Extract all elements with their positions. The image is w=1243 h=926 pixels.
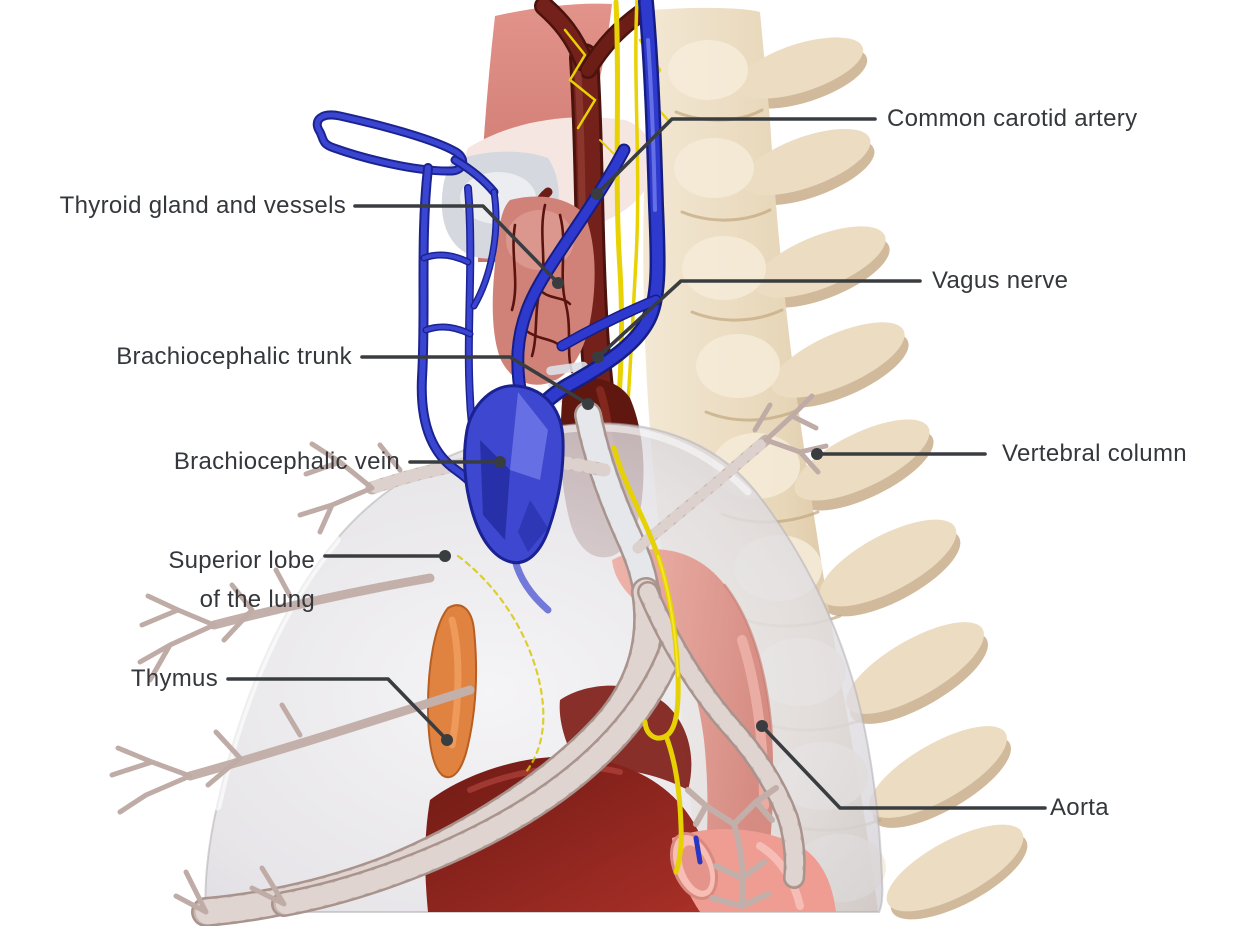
label-superior-lobe-of-the-lung: Superior lobe of the lung bbox=[168, 541, 315, 619]
label-thyroid-gland-and-vessels: Thyroid gland and vessels bbox=[59, 192, 346, 219]
vagus-nerve-graphic bbox=[456, 445, 703, 875]
label-superior-lobe-line1: Superior lobe bbox=[168, 547, 315, 574]
bronchial-cluster-left-graphic bbox=[109, 567, 475, 815]
label-superior-lobe-line2: of the lung bbox=[199, 586, 315, 613]
label-thymus: Thymus bbox=[130, 665, 218, 692]
label-vagus-nerve: Vagus nerve bbox=[932, 267, 1069, 294]
leader-lines bbox=[226, 117, 1047, 810]
bronchial-tree-graphic bbox=[173, 393, 829, 926]
label-common-carotid-artery: Common carotid artery bbox=[887, 105, 1138, 132]
label-brachiocephalic-trunk: Brachiocephalic trunk bbox=[116, 343, 352, 370]
label-aorta: Aorta bbox=[1050, 794, 1109, 821]
label-brachiocephalic-vein: Brachiocephalic vein bbox=[173, 448, 400, 475]
label-vertebral-column: Vertebral column bbox=[1002, 440, 1187, 467]
